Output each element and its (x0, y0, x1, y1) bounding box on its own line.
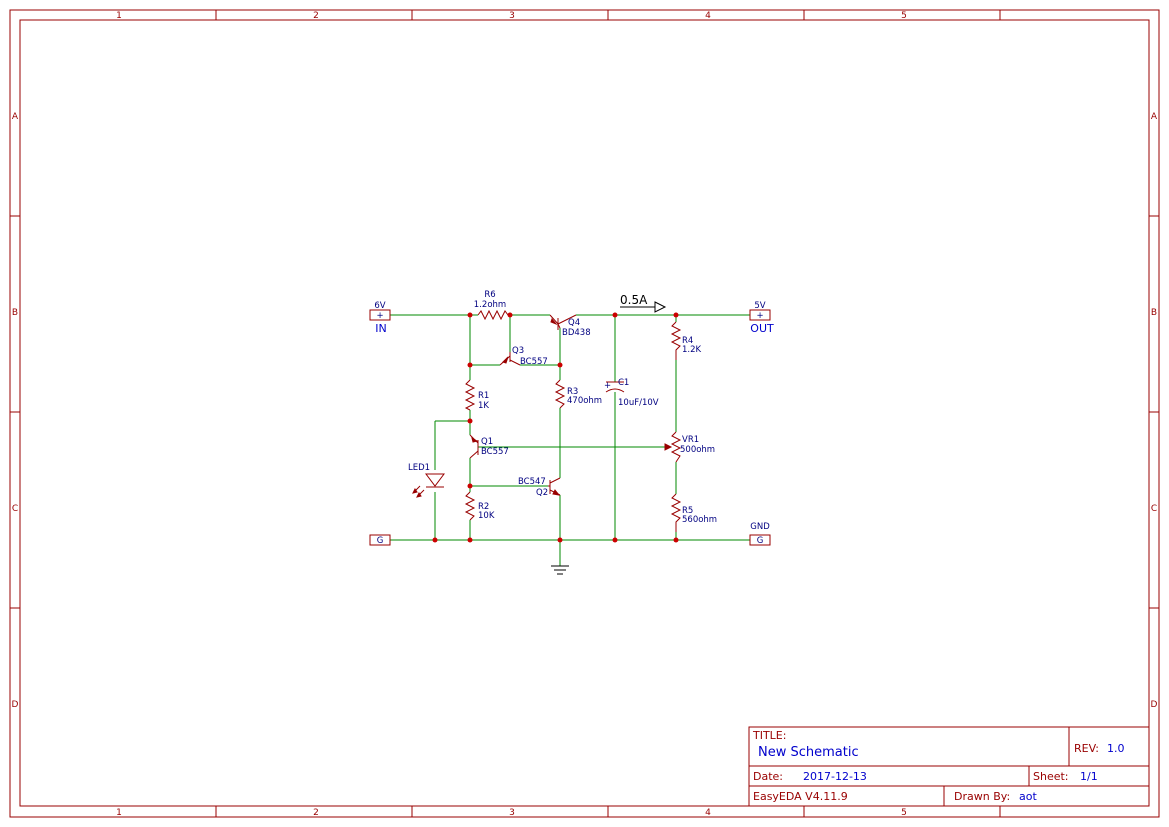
c1-ref: C1 (618, 378, 629, 388)
output-port-label: OUT (750, 322, 774, 335)
drawn-by-label: Drawn By: (954, 790, 1010, 803)
r3-value: 470ohm (567, 396, 602, 406)
column-label-top-5: 5 (901, 11, 907, 21)
q2-ref: Q2 (536, 488, 548, 498)
ground-flag-left-text: G (377, 536, 384, 546)
output-port: + 5V OUT (749, 301, 774, 335)
r6-ref: R6 (484, 290, 495, 300)
ground-icon (551, 565, 569, 575)
column-label-bottom-4: 4 (705, 808, 711, 818)
transistor-q2: BC547 Q2 (518, 477, 561, 498)
r6-value: 1.2ohm (474, 300, 506, 310)
ground-flag-left: G (369, 534, 391, 546)
q4-ref: Q4 (568, 318, 580, 328)
potentiometer-vr1: VR1 500ohm (664, 431, 715, 463)
r1-value: 1K (478, 401, 489, 411)
input-net-label: 6V (374, 301, 385, 311)
r4-value: 1.2K (682, 345, 702, 355)
q4-value: BD438 (562, 328, 591, 338)
led-led1: LED1 (408, 463, 445, 498)
r3-ref: R3 (567, 387, 578, 397)
title-block: TITLE: New Schematic REV: 1.0 Date: 2017… (748, 726, 1150, 807)
output-port-plus: + (756, 311, 763, 321)
column-label-top-2: 2 (313, 11, 319, 21)
resistor-r5: R5 560ohm (670, 493, 717, 532)
column-label-bottom-1: 1 (116, 808, 122, 818)
row-label-left-b: B (12, 308, 18, 318)
output-net-label: 5V (754, 301, 765, 311)
transistor-q1: Q1 BC557 (469, 434, 509, 459)
capacitor-c1: + C1 10uF/10V (604, 378, 659, 408)
column-label-top-4: 4 (705, 11, 711, 21)
r1-ref: R1 (478, 391, 489, 401)
r2-value: 10K (478, 511, 495, 521)
vr1-ref: VR1 (682, 435, 699, 445)
q3-value: BC557 (520, 357, 548, 367)
ground-port-right: G GND (749, 522, 771, 546)
input-port-plus: + (376, 311, 383, 321)
row-label-left-c: C (12, 504, 18, 514)
resistor-r6: R6 1.2ohm (474, 290, 509, 321)
input-port: + 6V IN (369, 301, 391, 335)
resistor-r1: R1 1K (464, 379, 489, 411)
row-label-right-b: B (1151, 308, 1157, 318)
r5-value: 560ohm (682, 515, 717, 525)
wires (390, 314, 750, 566)
current-arrow: 0.5A (620, 293, 667, 313)
schematic-title: New Schematic (758, 745, 859, 760)
q3-ref: Q3 (512, 346, 524, 356)
drawing-frame: 1 2 3 4 5 1 2 3 4 5 A B C D A B C D (9, 9, 1160, 818)
drawn-by-value: aot (1019, 790, 1037, 803)
r2-ref: R2 (478, 502, 489, 512)
q1-ref: Q1 (481, 437, 493, 447)
sheet-value: 1/1 (1080, 770, 1098, 783)
rev-value: 1.0 (1107, 742, 1125, 755)
junctions (432, 312, 679, 543)
resistor-r3: R3 470ohm (554, 379, 602, 409)
rev-label: REV: (1074, 742, 1099, 755)
software-version: EasyEDA V4.11.9 (753, 790, 848, 803)
vr1-value: 500ohm (680, 445, 715, 455)
date-value: 2017-12-13 (803, 770, 867, 783)
sheet-label: Sheet: (1033, 770, 1069, 783)
column-label-bottom-3: 3 (509, 808, 515, 818)
column-label-top-3: 3 (509, 11, 515, 21)
q2-value: BC547 (518, 477, 546, 487)
row-label-left-a: A (12, 112, 19, 122)
column-label-top-1: 1 (116, 11, 122, 21)
row-label-right-c: C (1151, 504, 1157, 514)
date-label: Date: (753, 770, 783, 783)
row-label-left-d: D (12, 700, 19, 710)
r4-ref: R4 (682, 336, 693, 346)
c1-value: 10uF/10V (618, 398, 659, 408)
column-label-bottom-2: 2 (313, 808, 319, 818)
row-label-right-a: A (1151, 112, 1158, 122)
ground-port-label: GND (750, 522, 770, 532)
column-label-bottom-5: 5 (901, 808, 907, 818)
resistor-r4: R4 1.2K (670, 321, 702, 360)
ground-port-right-text: G (757, 536, 764, 546)
r5-ref: R5 (682, 506, 693, 516)
transistor-q4: Q4 BD438 (549, 314, 591, 338)
q1-value: BC557 (481, 447, 509, 457)
current-label: 0.5A (620, 293, 648, 307)
title-label: TITLE: (752, 729, 786, 742)
row-label-right-d: D (1151, 700, 1158, 710)
input-port-label: IN (375, 322, 386, 335)
transistor-q3: Q3 BC557 (499, 346, 548, 367)
led1-ref: LED1 (408, 463, 430, 473)
resistor-r2: R2 10K (464, 491, 495, 521)
c1-polarity: + (604, 381, 611, 391)
